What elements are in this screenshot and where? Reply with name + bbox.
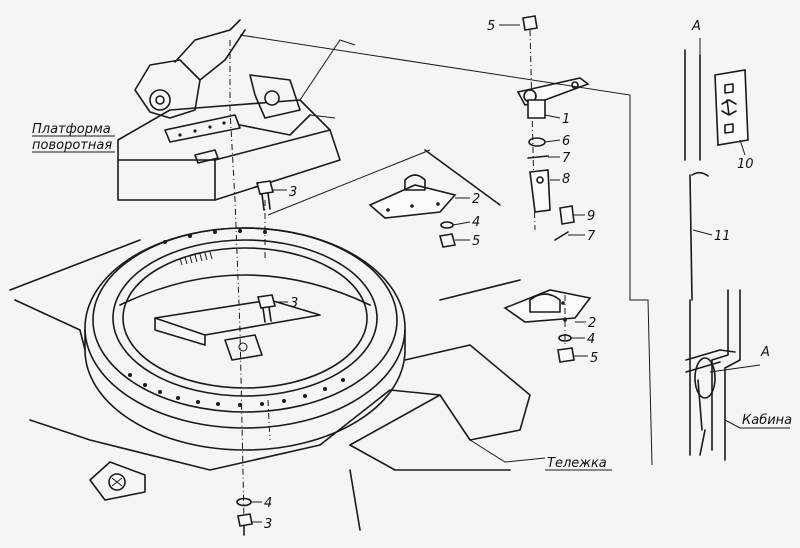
bolt-middle — [256, 294, 288, 323]
callout-9: 9 — [587, 209, 595, 224]
cabin-label: Кабина — [742, 413, 792, 428]
cabin-label-text: Кабина — [742, 413, 792, 428]
ring-bolt-holes — [128, 229, 345, 407]
callout-3-middle: 3 — [290, 296, 298, 311]
cabin-column — [684, 38, 790, 461]
platform-label-line1: Платформа — [32, 122, 111, 137]
callout-4-bottom: 4 — [264, 496, 272, 511]
callout-8: 8 — [562, 172, 570, 187]
center-axis — [229, 40, 245, 521]
slewing-ring — [84, 227, 406, 451]
callout-10: 10 — [737, 157, 754, 172]
callout-3-upper: 3 — [289, 185, 297, 200]
part-callouts: 5 1 6 7 8 9 7 3 2 4 5 3 2 4 5 10 11 4 3 — [264, 19, 754, 532]
detail-a-label: A — [760, 345, 770, 360]
callout-6: 6 — [562, 134, 570, 149]
callout-11: 11 — [714, 229, 731, 244]
callout-1: 1 — [562, 112, 570, 127]
ring-axis-2 — [267, 399, 271, 441]
callout-5-lower: 5 — [590, 351, 598, 366]
callout-2-lower: 2 — [588, 316, 596, 331]
bracket-assembly-lower — [503, 289, 592, 363]
callout-5-upper: 5 — [472, 234, 480, 249]
bolt-upper — [255, 180, 287, 211]
platform-label: Платформа поворотная — [32, 122, 115, 153]
lever-assembly — [499, 15, 590, 241]
trolley-frame — [9, 149, 546, 531]
callout-2-upper: 2 — [472, 192, 480, 207]
callout-3-bottom: 3 — [264, 517, 272, 532]
view-a-label: A — [691, 19, 701, 34]
callout-7: 7 — [562, 151, 571, 166]
callout-7b: 7 — [587, 229, 596, 244]
platform-label-line2: поворотная — [32, 138, 112, 153]
callout-4-lower: 4 — [587, 332, 595, 347]
rotary-platform — [117, 19, 356, 201]
bottom-fasteners — [236, 497, 262, 536]
callout-4-upper: 4 — [472, 215, 480, 230]
bracket-assembly-upper — [368, 174, 471, 248]
trolley-label-text: Тележка — [547, 456, 607, 471]
leader-frame-line — [239, 34, 653, 466]
trolley-label: Тележка — [545, 456, 612, 471]
callout-5: 5 — [487, 19, 495, 34]
